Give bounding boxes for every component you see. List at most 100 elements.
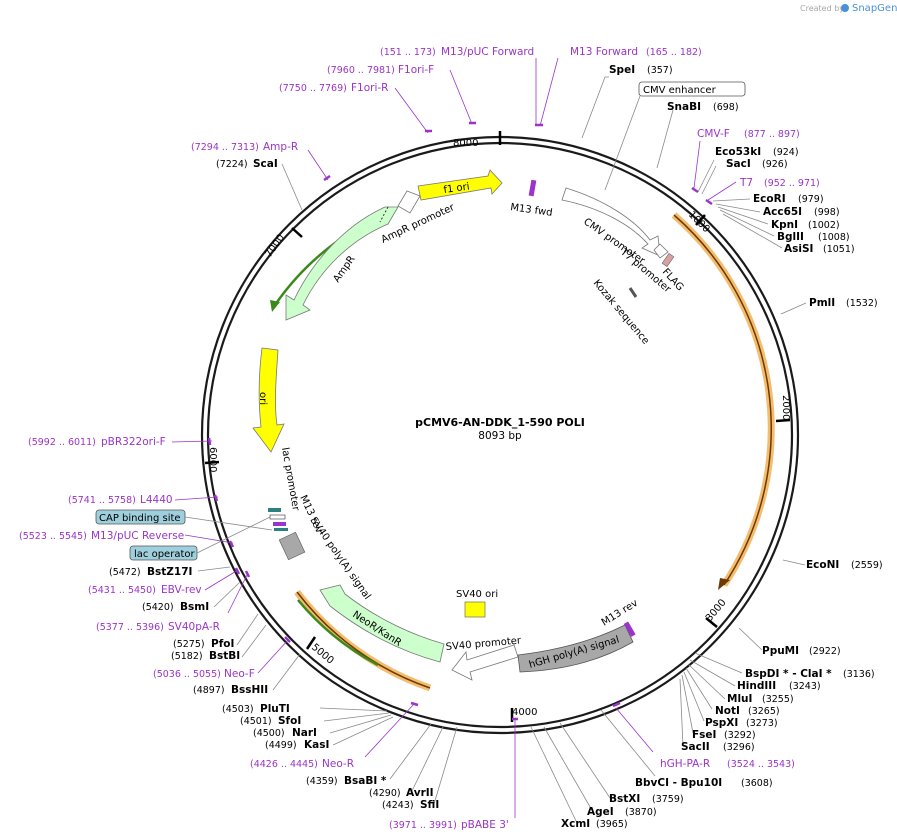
credit-brand: SnapGene — [852, 3, 897, 14]
site-name: PpuMI — [762, 645, 799, 657]
site-name: BssHII — [231, 684, 268, 696]
site-pos: (5420) — [142, 602, 174, 613]
site-pos: (3265) — [748, 706, 780, 717]
tick-label-4000: 4000 — [512, 707, 537, 718]
lac-promoter-box[interactable] — [268, 508, 281, 512]
map-title: pCMV6-AN-DDK_1-590 POLI — [415, 416, 585, 429]
primer-pos: (151 .. 173) — [380, 47, 436, 58]
site-pos: (4290) — [369, 788, 401, 799]
primer-pos: (7750 .. 7769) — [279, 83, 347, 94]
insert-arrowhead — [718, 578, 730, 590]
snapgene-logo-icon — [841, 4, 849, 12]
site-pos: (4503) — [222, 704, 254, 715]
primer-name: EBV-rev — [161, 584, 202, 596]
f1-ori-feature[interactable] — [417, 169, 503, 201]
site-name: BstZ17I — [147, 566, 192, 578]
lac-operator-box[interactable] — [269, 514, 286, 520]
primer-name: Neo-F — [224, 668, 255, 680]
tick-marks — [204, 131, 791, 722]
primer-name: M13 Forward — [570, 46, 638, 58]
site-name: SpeI — [609, 64, 635, 76]
flag-feature[interactable] — [661, 253, 675, 267]
ampr-feature[interactable] — [285, 206, 399, 321]
site-pos: (1532) — [846, 298, 878, 309]
site-pos: (3870) — [625, 807, 657, 818]
site-name: AgeI — [587, 806, 614, 818]
insert-arc-line — [673, 214, 772, 586]
f1-ori-label: f1 ori — [443, 181, 470, 196]
site-name: BbvCI - Bpu10I — [635, 777, 722, 789]
site-pos: (998) — [814, 207, 840, 218]
ampr-arc-head — [270, 300, 280, 312]
sv40-ori-feature[interactable] — [464, 601, 486, 618]
ampr-divider — [379, 206, 389, 223]
primer-name: SV40pA-R — [168, 621, 220, 633]
cmv-enhancer-box[interactable] — [638, 81, 746, 97]
site-pos: (3136) — [843, 669, 875, 680]
site-pos: (2922) — [809, 646, 841, 657]
site-name: SfoI — [278, 715, 301, 727]
site-name: XcmI — [561, 818, 590, 830]
sv40-ori-label: SV40 ori — [456, 589, 498, 600]
neokan-feature[interactable] — [319, 584, 445, 663]
site-pos: (924) — [773, 147, 799, 158]
primer-name: F1ori-R — [351, 82, 388, 94]
site-pos: (3608) — [741, 778, 773, 789]
site-pos: (5182) — [171, 651, 203, 662]
cap-binding-site-label: CAP binding site — [99, 513, 181, 524]
site-name: BsaBI * — [344, 775, 387, 787]
site-pos: (4499) — [265, 740, 297, 751]
primer-name: hGH-PA-R — [660, 758, 710, 770]
kozak-label: Kozak sequence — [591, 278, 651, 347]
map-length: 8093 bp — [478, 430, 522, 442]
site-pos: (2559) — [851, 560, 883, 571]
site-name: SacI — [726, 158, 751, 170]
ori-feature[interactable] — [252, 347, 285, 453]
site-pos: (3292) — [724, 730, 756, 741]
cap-site-leader — [184, 516, 273, 531]
kozak-feature[interactable] — [628, 287, 638, 298]
site-pos: (1051) — [823, 244, 855, 255]
site-pos: (1002) — [808, 220, 840, 231]
site-name: SnaBI — [667, 101, 701, 113]
site-name: SacII — [681, 741, 710, 753]
site-name: NotI — [715, 705, 740, 717]
neo-arc — [297, 599, 379, 667]
sv40-polya-feature[interactable] — [278, 531, 306, 561]
tick-label-2000: 2000 — [780, 395, 791, 420]
m13-fwd-label: M13 fwd — [510, 202, 554, 219]
m13-rev-left-box[interactable] — [273, 522, 286, 526]
primer-name: F1ori-F — [398, 64, 434, 76]
site-name: PfoI — [211, 638, 234, 650]
primer-pos: (3524 .. 3543) — [727, 759, 795, 770]
site-name: PspXI — [705, 717, 738, 729]
neo-insert-line — [296, 591, 431, 689]
site-name: MluI — [727, 693, 752, 705]
site-pos: (5472) — [109, 567, 141, 578]
site-pos: (4897) — [193, 685, 225, 696]
site-pos: (3965) — [596, 819, 628, 830]
site-name: EcoRI — [753, 193, 786, 205]
site-pos: (4500) — [253, 728, 285, 739]
primer-name: L4440 — [140, 494, 173, 506]
primer-pos: (7960 .. 7981) — [327, 65, 395, 76]
credit-text: Created by — [800, 4, 844, 13]
primer-pos: (3971 .. 3991) — [389, 820, 457, 831]
tick-label-8000: 8000 — [453, 138, 478, 149]
cap-site-box[interactable] — [274, 528, 288, 531]
site-name: PmlI — [809, 297, 835, 309]
site-name: BstXI — [609, 793, 640, 805]
t7-promoter-feature[interactable] — [653, 243, 669, 259]
m13-rev-right-box[interactable] — [623, 621, 636, 637]
ampr-promoter-feature[interactable] — [397, 190, 421, 214]
cmv-enhancer-label: CMV enhancer — [643, 85, 717, 96]
sv40-promoter-feature[interactable] — [451, 644, 519, 681]
primer-name: M13/pUC Forward — [441, 46, 534, 58]
site-name: Eco53kI — [715, 146, 761, 158]
m13-fwd-box[interactable] — [528, 179, 537, 197]
site-name: SfiI — [420, 799, 439, 811]
tick-label-7000: 7000 — [263, 233, 287, 260]
hgh-polya-feature[interactable] — [517, 624, 634, 673]
site-pos: (979) — [798, 194, 824, 205]
